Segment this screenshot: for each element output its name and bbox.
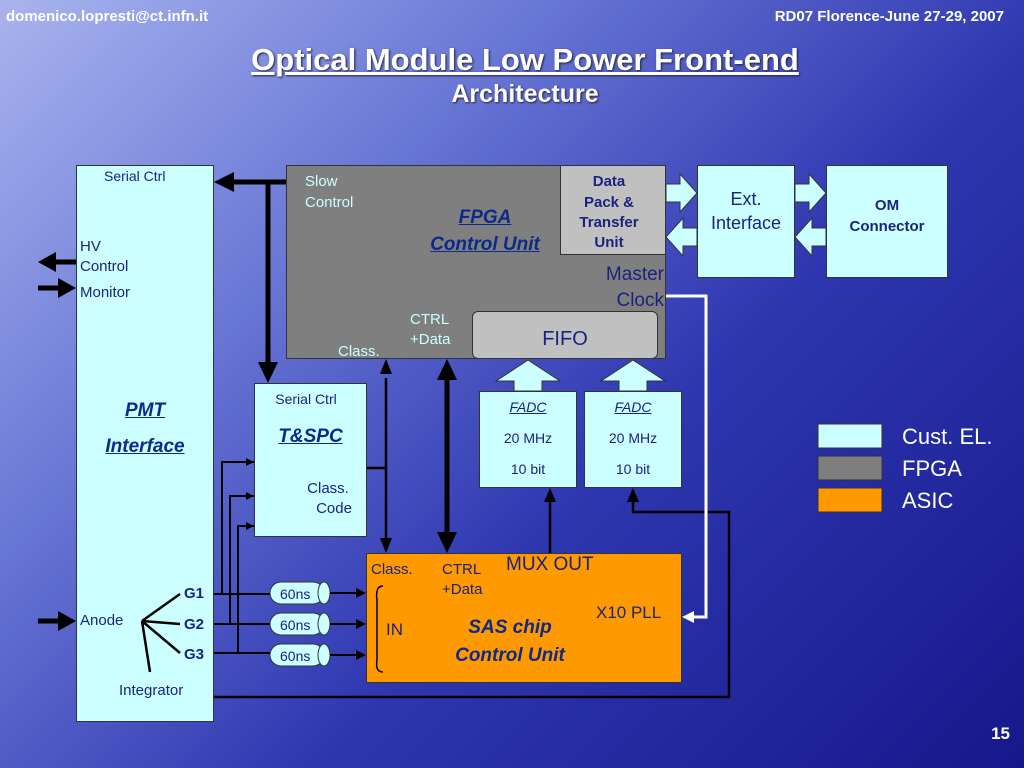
fadc2-fifo-arrow (599, 359, 667, 392)
ext-line2: Interface (710, 213, 782, 233)
om-line1: OM (874, 197, 900, 214)
fpga-data-label: +Data (410, 331, 451, 348)
pll-label: X10 PLL (596, 603, 662, 622)
datapack-line1: Data (592, 173, 626, 190)
sas-ctrl-label: CTRL (442, 561, 482, 578)
master-clock-line (666, 294, 708, 619)
master-label: Master (605, 264, 664, 285)
fpga-title-line1: FPGA (458, 207, 512, 228)
legend-swatch-cust (817, 423, 883, 449)
fadc2-name: FADC (614, 399, 652, 415)
legend-swatch-fpga (817, 455, 883, 481)
anode-fanout (140, 592, 181, 673)
pmt-serial-ctrl-label: Serial Ctrl (104, 168, 166, 184)
fadc2-rate: 20 MHz (608, 430, 658, 446)
g2-to-tspc (214, 495, 254, 625)
integrator-label: Integrator (119, 682, 184, 699)
fifo-block (472, 311, 658, 359)
data-pack-block (560, 165, 666, 255)
delay-label-3: 60ns (280, 648, 311, 664)
page-subtitle: Architecture (451, 80, 599, 108)
pmt-control-label: Control (80, 258, 129, 275)
fpga-slow-label: Slow (305, 173, 338, 190)
monitor-arrow-head (58, 278, 76, 298)
sas-chip-block (366, 553, 682, 683)
fadc1-bits: 10 bit (510, 461, 546, 477)
class-code-line (367, 378, 388, 470)
serial-ctrl-arrow-head (214, 172, 234, 192)
ext-interface-block (697, 165, 795, 278)
fadc1-rate: 20 MHz (503, 430, 553, 446)
sas-class-label: Class. (371, 561, 413, 578)
sas-data-label: +Data (442, 581, 483, 598)
anode-label: Anode (80, 612, 124, 629)
g1-label: G1 (184, 585, 205, 602)
fadc2-bits: 10 bit (615, 461, 651, 477)
fpga-control-label: Control (305, 194, 354, 211)
tspc-class-label: Class. (307, 480, 349, 497)
anode-arrow-head (58, 611, 76, 631)
ext-to-om-arrow (794, 172, 827, 214)
clock-label: Clock (616, 290, 664, 311)
ext-to-dp-arrow (665, 216, 698, 258)
fpga-class-label: Class. (338, 343, 380, 360)
pmt-title-line1: PMT (124, 400, 166, 421)
sas-title-line1: SAS chip (468, 617, 552, 638)
om-line2: Connector (849, 218, 925, 235)
legend-cust-label: Cust. EL. (902, 424, 993, 449)
delay-cylinders (269, 581, 331, 667)
fadc-block-2 (584, 391, 682, 488)
ext-line1: Ext. (730, 189, 762, 209)
pmt-hv-label: HV (80, 238, 101, 255)
fadc-block-1 (479, 391, 577, 488)
header-email: domenico.lopresti@ct.infn.it (6, 8, 209, 25)
om-connector-block (826, 165, 948, 278)
delay-label-2: 60ns (280, 617, 311, 633)
tspc-title: T&SPC (278, 426, 343, 447)
legend-asic-label: ASIC (902, 488, 954, 513)
fadc1-fifo-arrow (494, 359, 562, 392)
legend-swatch-asic (817, 487, 883, 513)
tspc-block (254, 383, 367, 537)
fpga-title-line2: Control Unit (430, 234, 540, 255)
hv-control-arrow-head (38, 252, 56, 272)
mux-out-label: MUX OUT (506, 554, 594, 575)
pmt-title-line2: Interface (105, 436, 185, 457)
fifo-label: FIFO (542, 328, 588, 350)
delay-label-1: 60ns (280, 586, 311, 602)
header-event: RD07 Florence-June 27-29, 2007 (774, 8, 1004, 25)
legend-fpga-label: FPGA (902, 456, 962, 481)
page-title: Optical Module Low Power Front-end (251, 42, 799, 77)
datapack-line4: Unit (594, 234, 624, 251)
g3-to-tspc (214, 525, 254, 654)
pmt-monitor-label: Monitor (80, 284, 131, 301)
integrator-to-fadc2 (214, 500, 731, 699)
dp-to-ext-arrow (665, 172, 698, 214)
page-number: 15 (991, 724, 1010, 743)
datapack-line2: Pack & (583, 194, 635, 211)
om-to-ext-arrow (794, 216, 827, 258)
fadc1-name: FADC (509, 399, 547, 415)
tspc-serial-arrow-head (258, 362, 278, 383)
sas-in-label: IN (386, 620, 403, 639)
g3-label: G3 (184, 646, 205, 663)
datapack-line3: Transfer (579, 214, 639, 231)
sas-title-line2: Control Unit (455, 645, 565, 666)
tspc-serial-ctrl-label: Serial Ctrl (275, 391, 337, 407)
fpga-ctrl-label: CTRL (410, 311, 450, 328)
tspc-code-label: Code (316, 500, 352, 517)
g2-label: G2 (184, 616, 205, 633)
pmt-interface-block (76, 165, 214, 722)
